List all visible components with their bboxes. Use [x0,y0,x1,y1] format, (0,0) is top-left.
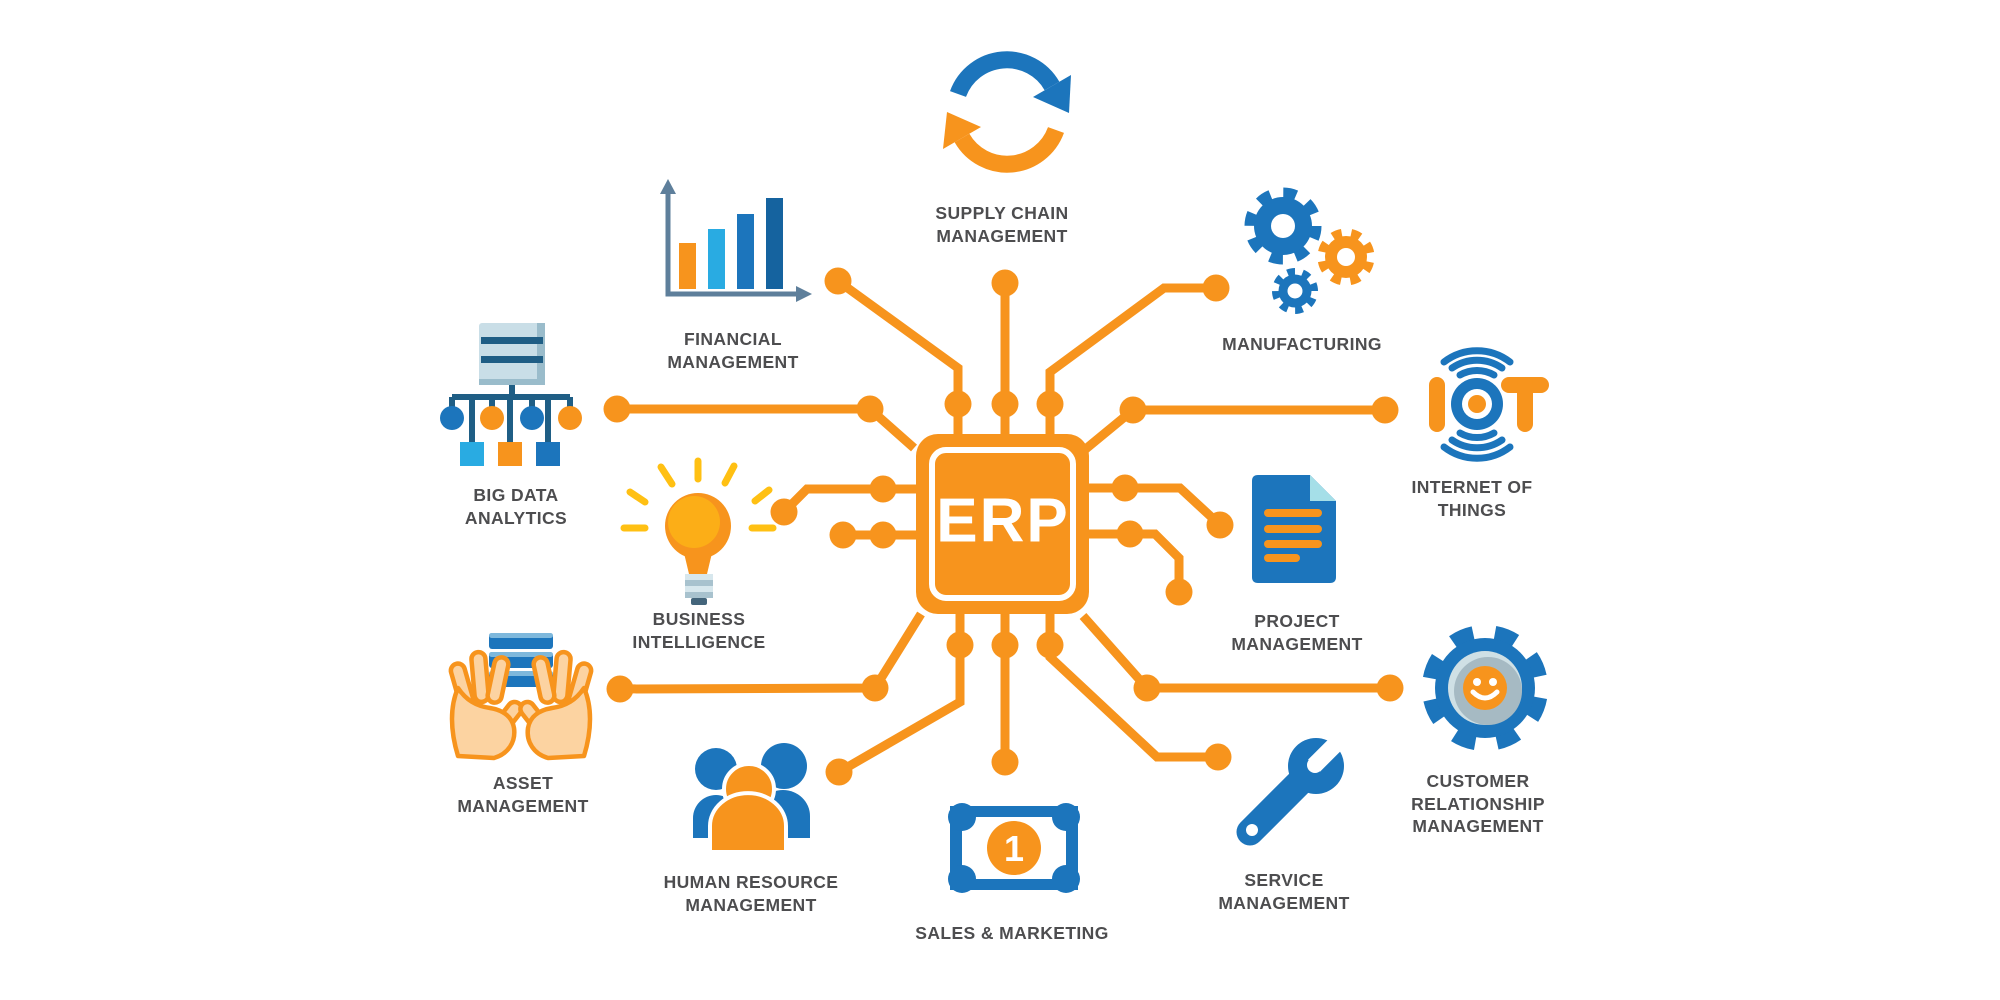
hands-holding-servers-icon [448,633,594,761]
label-business-intelligence: BUSINESS INTELLIGENCE [632,609,766,652]
label-supply-chain-management: SUPPLY CHAIN MANAGEMENT [935,203,1069,246]
label-sales-marketing: SALES & MARKETING [915,923,1109,943]
banknote-number: 1 [1004,828,1024,869]
left-hand [448,649,524,761]
bar-chart-icon [660,179,812,302]
gear-smiley-icon [1422,625,1548,751]
document-icon [1252,475,1336,583]
sync-arrows-icon [943,51,1071,173]
people-group-icon [693,743,810,854]
label-customer-relationship-management: CUSTOMER RELATIONSHIP MANAGEMENT [1411,771,1545,836]
label-service-management: SERVICE MANAGEMENT [1218,870,1350,913]
label-big-data-analytics: BIG DATA ANALYTICS [464,485,568,528]
gears-icon [1244,187,1375,314]
wrench-icon [1236,727,1353,846]
label-financial-management: FINANCIAL MANAGEMENT [667,329,799,372]
right-hand [518,649,594,761]
erp-chip-label: ERP [936,486,1070,556]
connector-dots [603,267,1404,786]
label-project-management: PROJECT MANAGEMENT [1231,611,1363,654]
label-manufacturing: MANUFACTURING [1222,334,1382,354]
lightbulb-icon [620,457,777,605]
iot-icon [1429,347,1549,462]
erp-chip [916,434,1089,614]
label-human-resource-management: HUMAN RESOURCE MANAGEMENT [663,872,839,915]
label-asset-management: ASSET MANAGEMENT [457,773,589,816]
banknote-icon: 1 [948,803,1080,893]
label-internet-of-things: INTERNET OF THINGS [1411,477,1533,520]
data-tree-icon [440,323,582,466]
